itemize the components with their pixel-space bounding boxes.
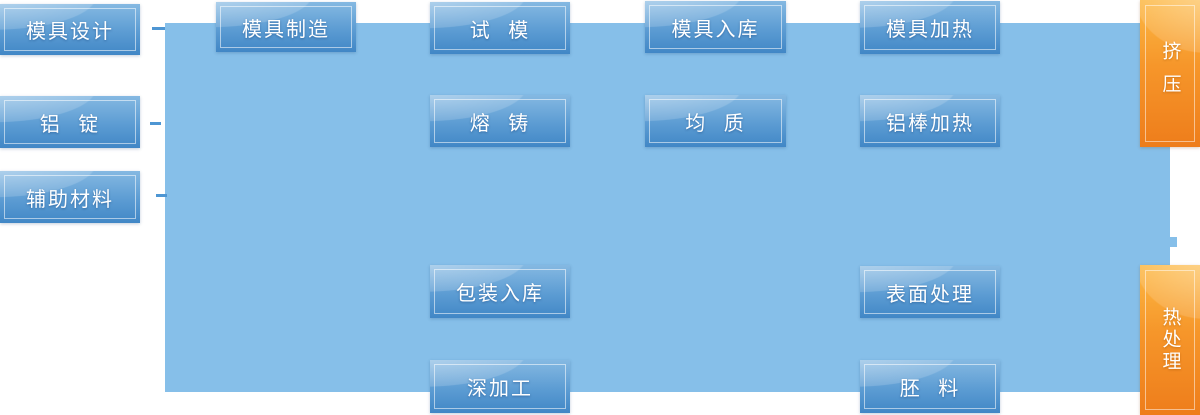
process-panel — [165, 23, 1170, 392]
process-box-melt-casting: 熔 铸 — [430, 95, 570, 147]
box-label: 表面处理 — [886, 283, 974, 306]
box-label: 胚 料 — [899, 378, 961, 400]
box-label: 模具设计 — [26, 21, 114, 43]
process-box-auxiliary-materials: 辅助材料 — [0, 171, 140, 223]
process-box-packing-warehousing: 包装入库 — [430, 265, 570, 318]
stage-box-extrusion: 挤压 — [1140, 0, 1200, 147]
box-label: 均 质 — [685, 112, 746, 135]
process-box-homogenizing: 均 质 — [645, 95, 786, 147]
connector-dash — [150, 122, 161, 125]
process-box-trial-mold: 试 模 — [430, 2, 570, 54]
process-box-surface-treatment: 表面处理 — [860, 266, 1000, 318]
box-label: 深加工 — [467, 378, 533, 400]
process-box-mold-design: 模具设计 — [0, 4, 140, 55]
connector-dash — [156, 194, 167, 197]
box-label: 熔 铸 — [469, 112, 531, 135]
box-label: 试 模 — [469, 19, 531, 42]
connector-dash — [152, 27, 165, 30]
box-label: 铝棒加热 — [886, 112, 974, 135]
process-box-aluminum-rod-heating: 铝棒加热 — [860, 95, 1000, 147]
process-box-mold-manufacturing: 模具制造 — [216, 2, 356, 52]
stage-box-heat-treatment: 热处理 — [1140, 265, 1200, 415]
process-box-blank-material: 胚 料 — [860, 360, 1000, 413]
box-label: 模具入库 — [671, 18, 760, 41]
box-label: 铝 锭 — [39, 113, 101, 136]
box-label: 热处理 — [1159, 307, 1181, 373]
box-label: 模具制造 — [242, 18, 330, 41]
box-label: 模具加热 — [886, 19, 974, 41]
box-label: 挤压 — [1159, 40, 1181, 107]
process-box-aluminum-ingot: 铝 锭 — [0, 96, 140, 148]
process-box-deep-processing: 深加工 — [430, 360, 570, 413]
box-label: 包装入库 — [456, 283, 544, 305]
panel-edge-tab — [1170, 237, 1177, 247]
process-box-mold-heating: 模具加热 — [860, 1, 1000, 54]
process-box-mold-warehousing: 模具入库 — [645, 1, 786, 53]
box-label: 辅助材料 — [26, 188, 114, 211]
